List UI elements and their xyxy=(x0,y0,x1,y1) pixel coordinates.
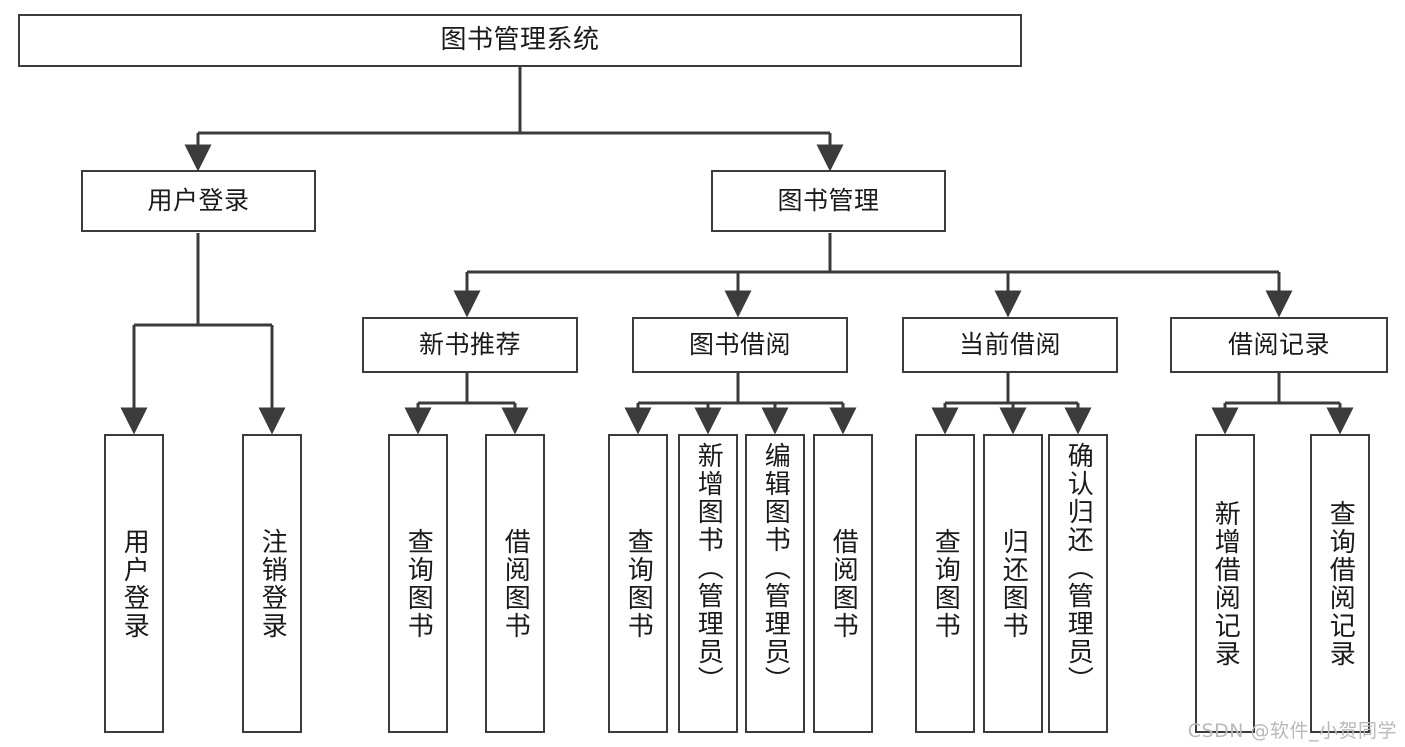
node-borrow-record-label: 借阅记录 xyxy=(1227,330,1330,359)
node-leaf-borrow-book-1[interactable]: 借阅图书 xyxy=(485,434,545,733)
node-leaf-query-book-2[interactable]: 查询图书 xyxy=(608,434,668,733)
node-leaf-borrow-book-1-label: 借阅图书 xyxy=(500,527,531,640)
node-leaf-query-book-2-label: 查询图书 xyxy=(623,527,654,640)
node-leaf-query-record-label: 查询借阅记录 xyxy=(1325,499,1356,668)
node-book-borrow[interactable]: 图书借阅 xyxy=(632,317,848,373)
node-leaf-borrow-book-2[interactable]: 借阅图书 xyxy=(813,434,873,733)
node-current-borrow-label: 当前借阅 xyxy=(958,330,1061,359)
node-borrow-record[interactable]: 借阅记录 xyxy=(1170,317,1388,373)
node-leaf-confirm-return[interactable]: 确认归还（管理员） xyxy=(1048,434,1108,733)
node-leaf-query-record[interactable]: 查询借阅记录 xyxy=(1310,434,1370,733)
node-user-login-label: 用户登录 xyxy=(147,186,250,215)
node-current-borrow[interactable]: 当前借阅 xyxy=(902,317,1118,373)
node-user-login[interactable]: 用户登录 xyxy=(81,170,316,232)
node-leaf-user-login[interactable]: 用户登录 xyxy=(104,434,164,733)
node-book-borrow-label: 图书借阅 xyxy=(688,330,791,359)
node-book-manage[interactable]: 图书管理 xyxy=(711,170,946,232)
node-leaf-return-book-label: 归还图书 xyxy=(998,527,1029,640)
node-leaf-user-login-label: 用户登录 xyxy=(119,527,150,640)
node-new-book-recommend-label: 新书推荐 xyxy=(418,330,521,359)
node-leaf-borrow-book-2-label: 借阅图书 xyxy=(828,527,859,640)
node-leaf-query-book-3[interactable]: 查询图书 xyxy=(915,434,975,733)
node-leaf-edit-book[interactable]: 编辑图书（管理员） xyxy=(745,434,805,733)
node-leaf-return-book[interactable]: 归还图书 xyxy=(983,434,1043,733)
node-leaf-user-logout[interactable]: 注销登录 xyxy=(242,434,302,733)
node-leaf-add-record-label: 新增借阅记录 xyxy=(1210,499,1241,668)
node-leaf-edit-book-label: 编辑图书（管理员） xyxy=(760,442,791,694)
node-leaf-query-book-1[interactable]: 查询图书 xyxy=(388,434,448,733)
node-book-manage-label: 图书管理 xyxy=(777,186,880,215)
node-leaf-add-record[interactable]: 新增借阅记录 xyxy=(1195,434,1255,733)
node-leaf-query-book-1-label: 查询图书 xyxy=(403,527,434,640)
node-root[interactable]: 图书管理系统 xyxy=(18,14,1022,67)
node-leaf-confirm-return-label: 确认归还（管理员） xyxy=(1063,442,1094,694)
node-root-label: 图书管理系统 xyxy=(440,24,600,55)
node-leaf-query-book-3-label: 查询图书 xyxy=(930,527,961,640)
node-leaf-user-logout-label: 注销登录 xyxy=(257,527,288,640)
node-leaf-add-book[interactable]: 新增图书（管理员） xyxy=(678,434,738,733)
node-leaf-add-book-label: 新增图书（管理员） xyxy=(693,442,724,694)
node-new-book-recommend[interactable]: 新书推荐 xyxy=(362,317,578,373)
